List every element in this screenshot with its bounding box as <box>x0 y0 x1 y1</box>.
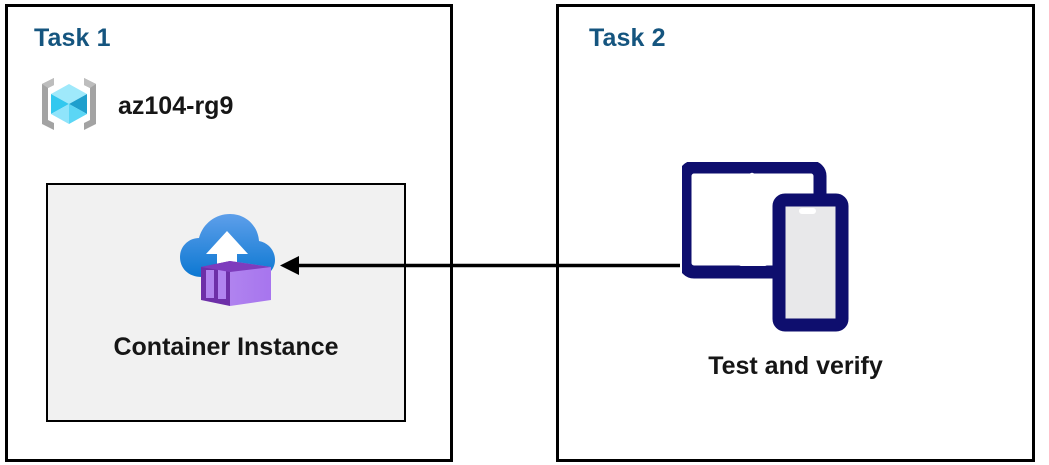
panel-task-1: Task 1 <box>5 4 453 462</box>
panel-title-task-1: Task 1 <box>34 24 111 52</box>
container-instance-box: Container Instance <box>46 183 406 422</box>
panel-title-task-2: Task 2 <box>589 24 666 52</box>
resource-group-label: az104-rg9 <box>118 92 234 120</box>
resource-group-row: az104-rg9 <box>34 69 233 144</box>
azure-container-instance-icon <box>174 205 279 315</box>
devices-tablet-phone-icon <box>678 160 867 342</box>
test-verify-label: Test and verify <box>708 352 883 380</box>
container-instance-label: Container Instance <box>113 333 339 361</box>
test-verify-group: Test and verify <box>556 4 1035 462</box>
azure-resource-group-icon <box>34 69 104 144</box>
